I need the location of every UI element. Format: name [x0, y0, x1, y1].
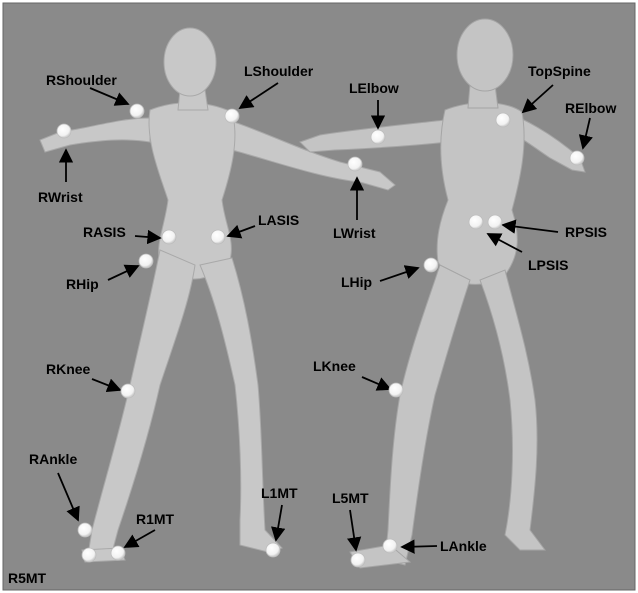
marker-rwrist — [57, 124, 71, 138]
marker-relbow — [570, 151, 584, 165]
label-lasis: LASIS — [258, 213, 299, 227]
label-rhip: RHip — [66, 277, 99, 291]
marker-l1mt — [266, 543, 280, 557]
label-lelbow: LElbow — [349, 81, 399, 95]
marker-rpsis-left — [469, 215, 483, 229]
back-torso — [437, 103, 524, 285]
label-relbow: RElbow — [565, 101, 616, 115]
marker-r5mt — [82, 548, 96, 562]
label-topspine: TopSpine — [528, 64, 591, 78]
front-head — [164, 28, 216, 96]
label-rasis: RASIS — [83, 225, 126, 239]
marker-rasis — [162, 230, 176, 244]
label-lankle: LAnkle — [440, 539, 487, 553]
marker-rhip — [139, 254, 153, 268]
back-head — [457, 19, 513, 91]
label-r5mt: R5MT — [8, 571, 46, 585]
marker-lshoulder — [225, 109, 239, 123]
marker-lhip — [424, 258, 438, 272]
marker-rpsis-right — [488, 215, 502, 229]
label-rshoulder: RShoulder — [46, 73, 117, 87]
label-lpsis: LPSIS — [528, 258, 568, 272]
label-l5mt: L5MT — [332, 491, 369, 505]
marker-r1mt — [111, 546, 125, 560]
label-lwrist: LWrist — [333, 226, 376, 240]
marker-lelbow — [371, 130, 385, 144]
marker-topspine — [496, 113, 510, 127]
marker-rknee — [121, 384, 135, 398]
marker-lwrist — [348, 157, 362, 171]
marker-lknee — [389, 383, 403, 397]
label-rwrist: RWrist — [38, 190, 83, 204]
label-lshoulder: LShoulder — [244, 64, 313, 78]
label-rankle: RAnkle — [29, 452, 77, 466]
label-l1mt: L1MT — [261, 486, 298, 500]
marker-lankle — [383, 539, 397, 553]
label-r1mt: R1MT — [136, 512, 174, 526]
label-lknee: LKnee — [313, 359, 356, 373]
label-rknee: RKnee — [46, 362, 90, 376]
label-rpsis: RPSIS — [565, 225, 607, 239]
label-lhip: LHip — [341, 275, 372, 289]
marker-rankle — [78, 523, 92, 537]
arrow-lankle — [402, 546, 437, 547]
marker-l5mt — [351, 553, 365, 567]
marker-rshoulder — [130, 104, 144, 118]
marker-lasis — [211, 230, 225, 244]
